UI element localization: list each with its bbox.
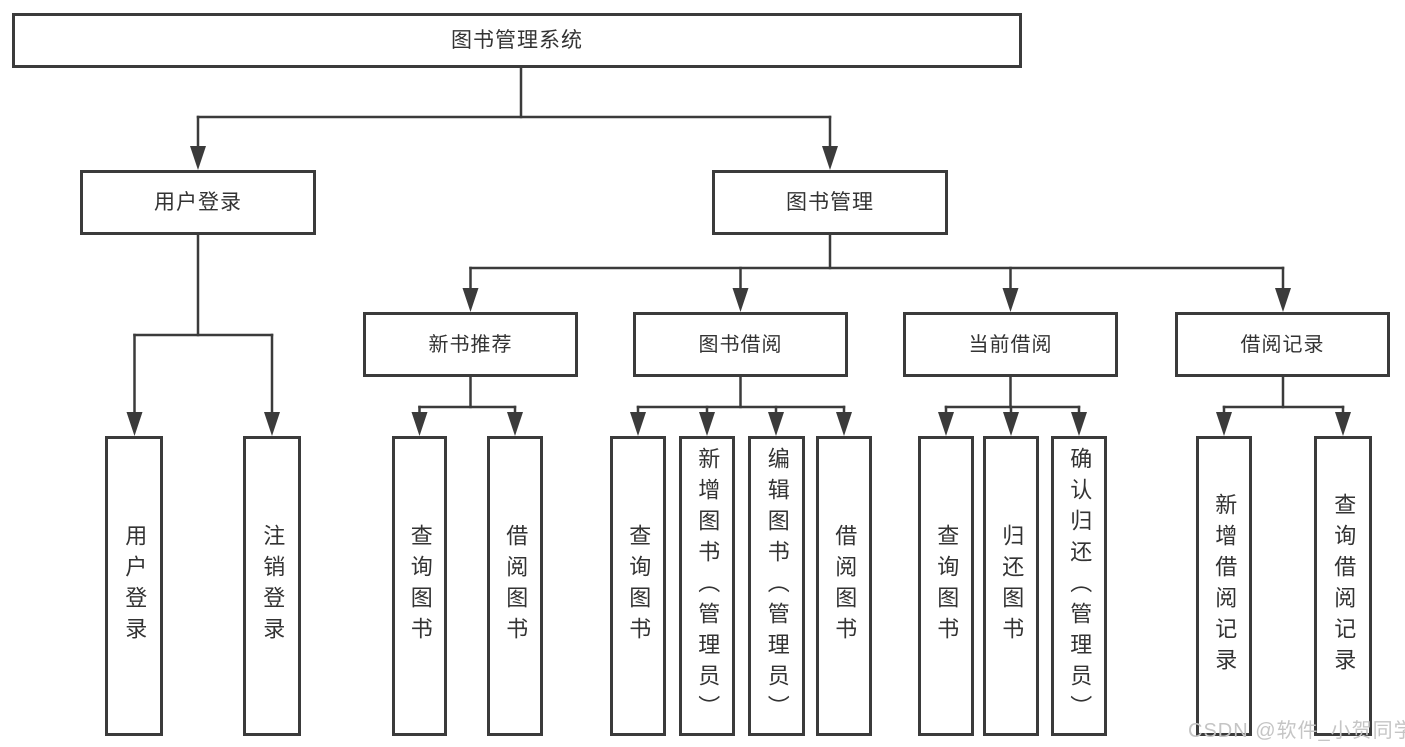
leaf-confirm-return-admin: 确认归还（管理员） <box>1051 436 1107 736</box>
leaf-borrow-book: 借阅图书 <box>816 436 872 736</box>
leaf-query-book-borrow: 查询图书 <box>610 436 666 736</box>
leaf-query-book-current: 查询图书 <box>918 436 974 736</box>
leaf-user-login: 用户登录 <box>105 436 163 736</box>
leaf-query-borrow-record: 查询借阅记录 <box>1314 436 1372 736</box>
node-root: 图书管理系统 <box>12 13 1022 68</box>
leaf-add-book-admin: 新增图书（管理员） <box>679 436 735 736</box>
node-book-management: 图书管理 <box>712 170 948 235</box>
node-user-login: 用户登录 <box>80 170 316 235</box>
node-current-borrow: 当前借阅 <box>903 312 1118 377</box>
node-borrow-records: 借阅记录 <box>1175 312 1390 377</box>
csdn-watermark: CSDN @软件_小贺同学 <box>1188 720 1405 742</box>
leaf-logout: 注销登录 <box>243 436 301 736</box>
leaf-return-book: 归还图书 <box>983 436 1039 736</box>
leaf-query-book-recommend: 查询图书 <box>392 436 447 736</box>
leaf-add-borrow-record: 新增借阅记录 <box>1196 436 1252 736</box>
node-new-book-recommend: 新书推荐 <box>363 312 578 377</box>
node-book-borrow: 图书借阅 <box>633 312 848 377</box>
leaf-edit-book-admin: 编辑图书（管理员） <box>748 436 805 736</box>
leaf-borrow-book-recommend: 借阅图书 <box>487 436 543 736</box>
